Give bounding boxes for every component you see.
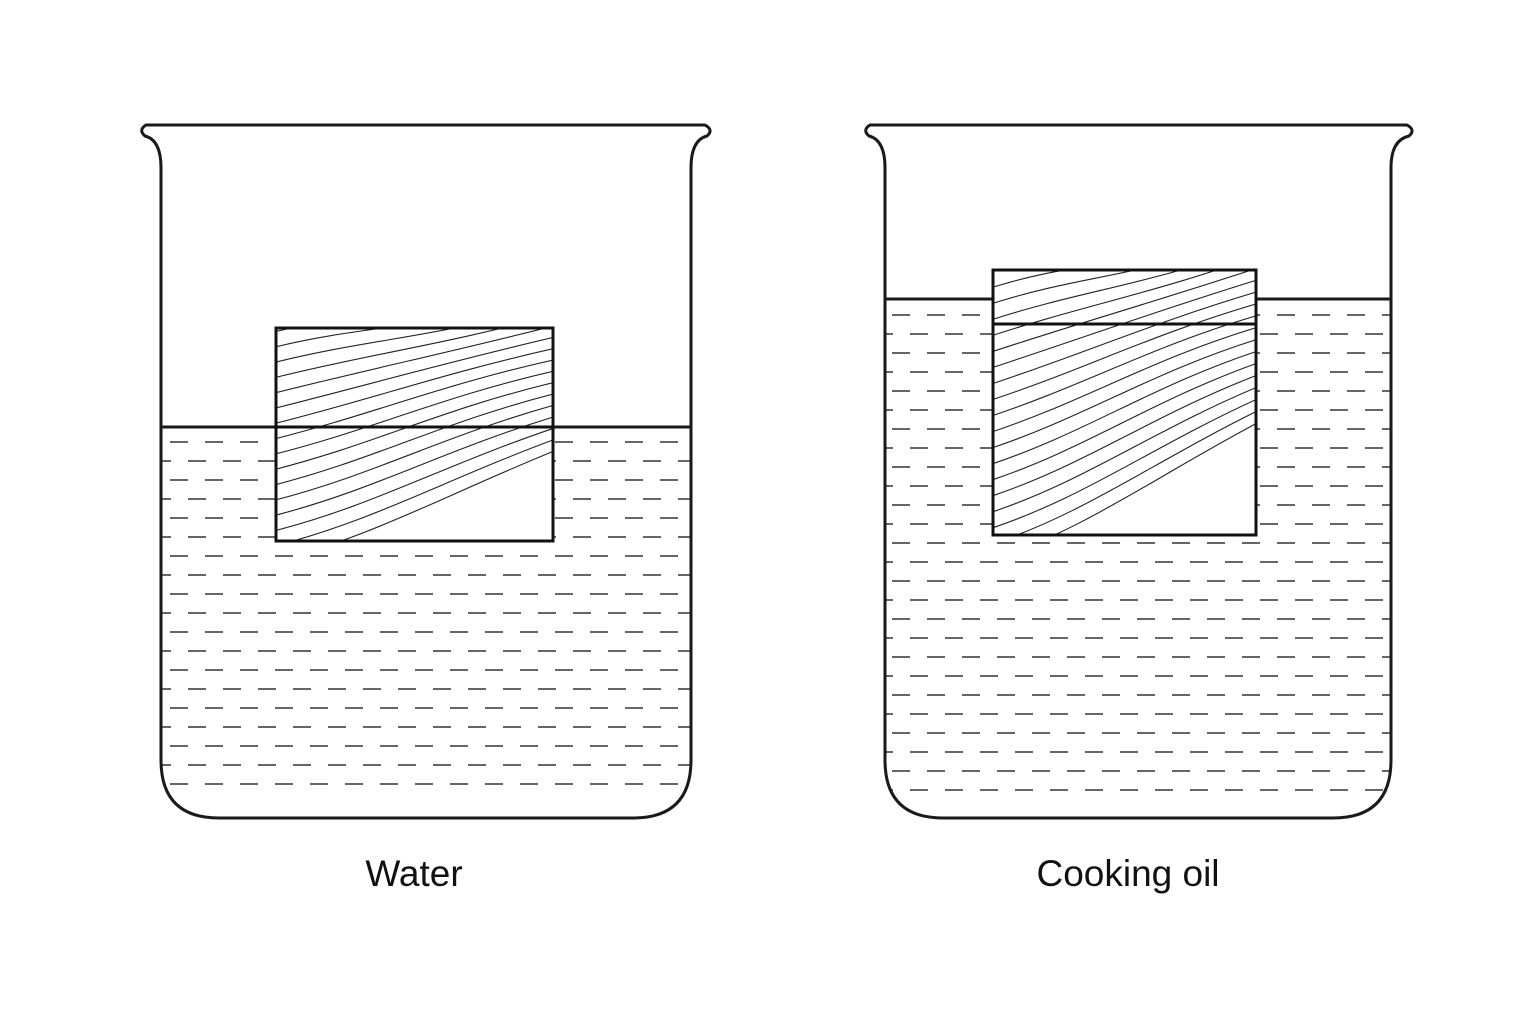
beaker-glass [140, 123, 712, 820]
water-hatching [161, 441, 690, 785]
wooden-block-oil [991, 268, 1258, 537]
wood-grain [276, 328, 553, 541]
block-outline [991, 268, 1258, 537]
block-outline [274, 326, 555, 543]
water-liquid [161, 425, 691, 785]
water-label: Water [365, 853, 462, 894]
beaker-water [140, 123, 712, 820]
oil-label: Cooking oil [1036, 853, 1219, 894]
wooden-block-water [274, 326, 555, 543]
beaker-oil [864, 123, 1414, 820]
beaker-glass [864, 123, 1414, 820]
